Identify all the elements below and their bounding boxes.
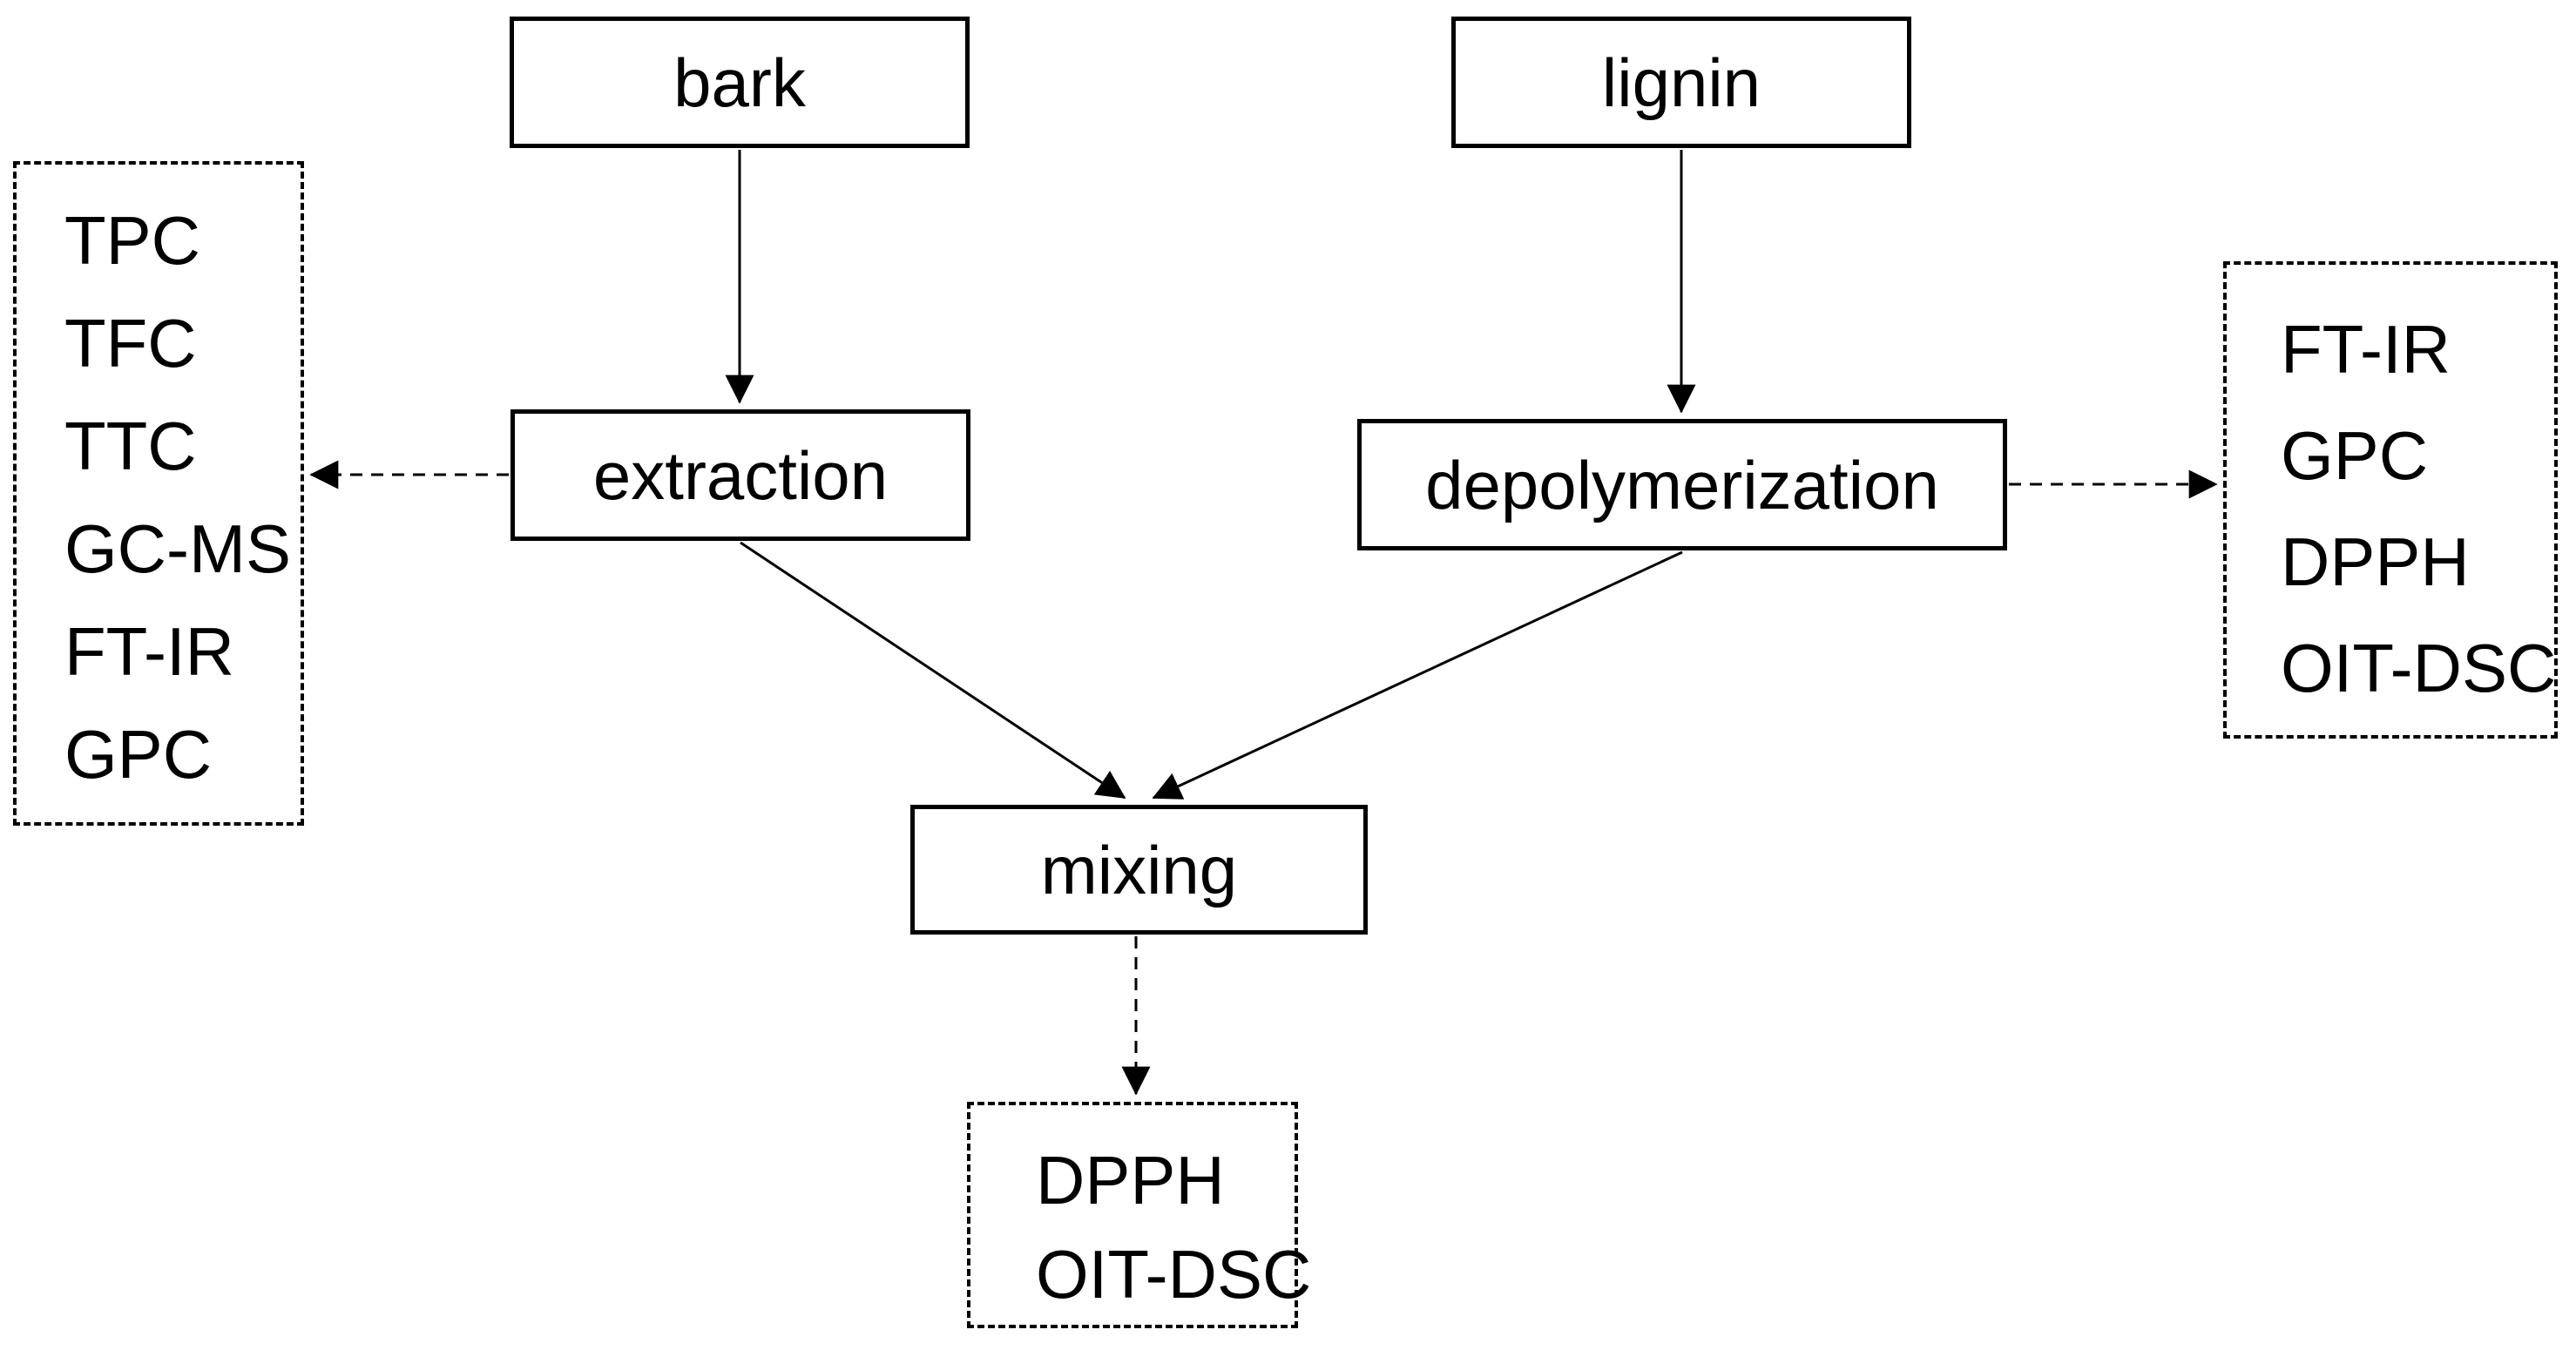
depolymerization-analyses-panel: FT-IR GPC DPPH OIT-DSC (2223, 261, 2558, 739)
node-extraction-label: extraction (592, 436, 889, 514)
analysis-item: TFC (64, 305, 197, 381)
node-bark: bark (510, 17, 970, 148)
arrow-depolymerization-to-mixing (1152, 550, 1683, 800)
node-lignin-label: lignin (1601, 44, 1761, 121)
arrow-extraction-to-mixing (740, 541, 1126, 800)
analysis-item: GPC (64, 716, 213, 793)
node-mixing: mixing (910, 805, 1368, 935)
node-depolymerization-label: depolymerization (1425, 446, 1939, 523)
node-depolymerization: depolymerization (1357, 419, 2007, 550)
analysis-item: GC-MS (64, 510, 291, 587)
extraction-analyses-panel: TPC TFC TTC GC-MS FT-IR GPC (13, 161, 304, 826)
analysis-item: FT-IR (64, 613, 234, 690)
analysis-item: DPPH (1036, 1142, 1225, 1218)
analysis-item: GPC (2281, 417, 2429, 494)
analysis-item: TPC (64, 202, 200, 279)
mixing-analyses-panel: DPPH OIT-DSC (967, 1102, 1312, 1328)
node-lignin: lignin (1451, 17, 1911, 148)
analysis-item: FT-IR (2281, 311, 2451, 388)
node-bark-label: bark (673, 44, 806, 121)
analysis-item: OIT-DSC (1036, 1236, 1312, 1313)
analysis-item: OIT-DSC (2281, 630, 2557, 706)
node-extraction: extraction (510, 409, 970, 541)
analysis-item: DPPH (2281, 523, 2470, 600)
analysis-item: TTC (64, 408, 197, 484)
node-mixing-label: mixing (1040, 831, 1238, 908)
